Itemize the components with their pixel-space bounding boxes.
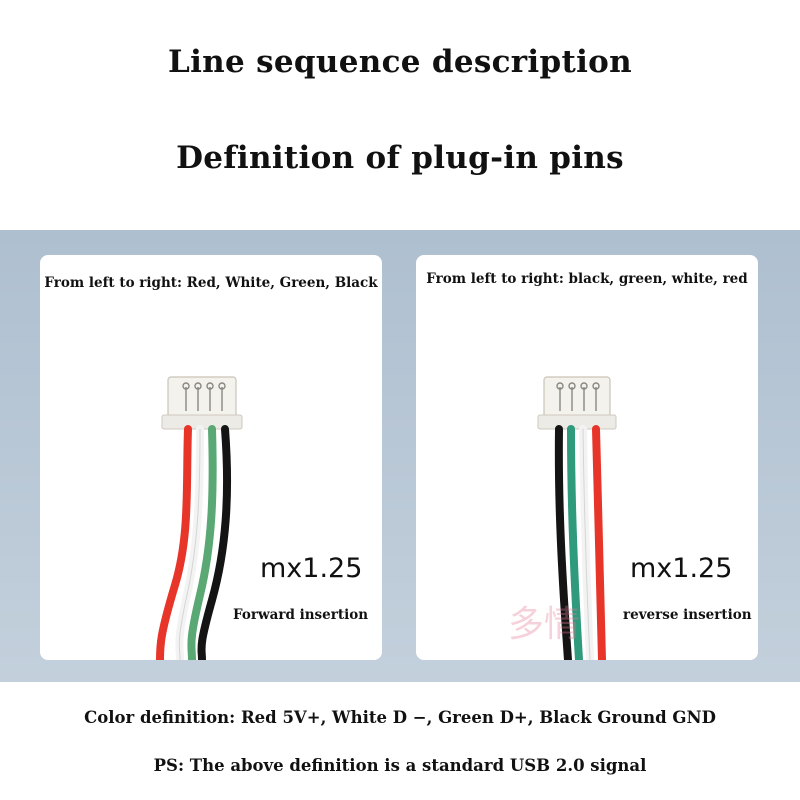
- wire-green: [187, 425, 217, 660]
- wire-black: [554, 425, 572, 660]
- forward-insertion-card: From left to right: Red, White, Green, B…: [40, 255, 382, 660]
- wire-green: [567, 425, 583, 660]
- left-card-caption: From left to right: Red, White, Green, B…: [44, 275, 378, 291]
- wire-red: [592, 425, 606, 660]
- right-connector-cable-image: [537, 376, 617, 660]
- connector-latch: [537, 414, 617, 430]
- right-card-caption: From left to right: black, green, white,…: [426, 271, 748, 287]
- left-connector-cable-image: [156, 376, 243, 660]
- reverse-insertion-card: From left to right: black, green, white,…: [416, 255, 758, 660]
- right-insertion-label: reverse insertion: [623, 607, 752, 623]
- page-title: Line sequence description: [168, 44, 632, 80]
- left-insertion-label: Forward insertion: [233, 607, 369, 623]
- wire-black: [197, 425, 232, 660]
- connector-pins: [182, 382, 226, 411]
- connector-pins: [556, 382, 600, 411]
- ps-note-text: PS: The above definition is a standard U…: [153, 756, 647, 775]
- right-connector-spec: mx1.25: [630, 553, 733, 584]
- color-definition-text: Color definition: Red 5V+, White D −, Gr…: [84, 708, 716, 727]
- watermark-logo: 多情: [508, 604, 581, 645]
- wire-red: [156, 425, 192, 660]
- page-subtitle: Definition of plug-in pins: [176, 140, 624, 176]
- left-connector-spec: mx1.25: [260, 553, 363, 584]
